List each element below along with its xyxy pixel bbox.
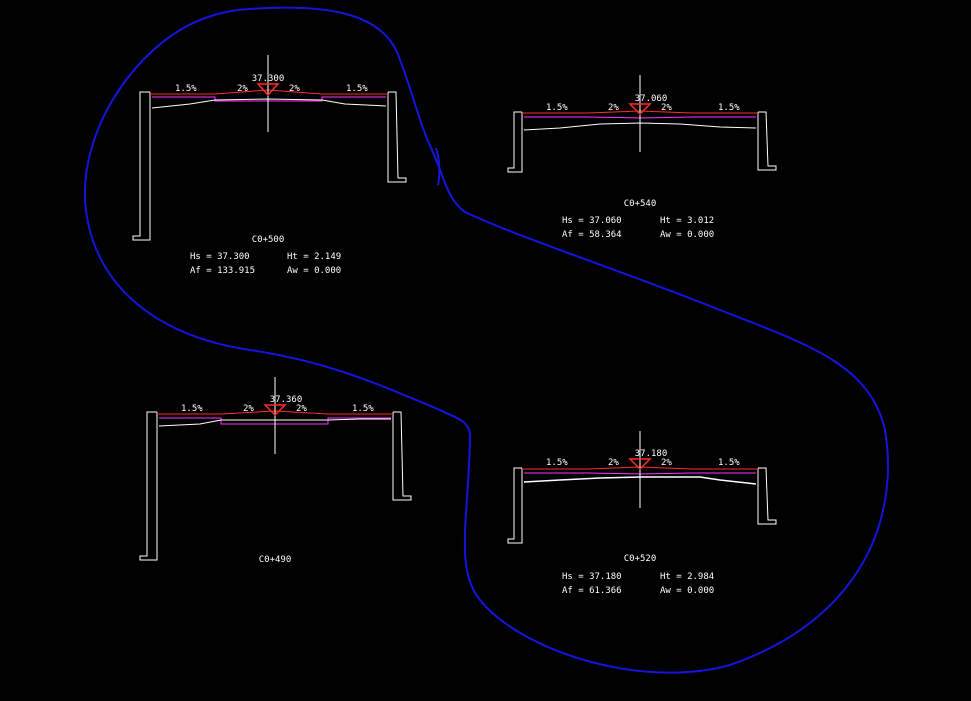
cross-section-c0-500: 37.300 1.5% 2% 2% 1.5% C0+500 Hs = 37.30… (132, 55, 407, 276)
stat-ht: Ht = 2.984 (660, 572, 714, 582)
stat-aw: Aw = 0.000 (660, 230, 714, 240)
cross-section-c0-490: 37.360 1.5% 2% 2% 1.5% C0+490 (139, 377, 412, 565)
slope-label-right-outer: 1.5% (718, 103, 740, 113)
stat-af: Af = 133.915 (190, 266, 255, 276)
left-wall (507, 111, 523, 173)
slope-label-left-inner: 2% (608, 458, 619, 468)
cross-section-c0-520: 37.180 1.5% 2% 2% 1.5% C0+520 Hs = 37.18… (507, 431, 777, 596)
right-wall (757, 467, 777, 525)
slope-label-right-inner: 2% (661, 103, 672, 113)
stat-aw: Aw = 0.000 (660, 586, 714, 596)
stat-hs: Hs = 37.060 (562, 216, 622, 226)
stat-ht: Ht = 2.149 (287, 252, 341, 262)
stat-hs: Hs = 37.300 (190, 252, 250, 262)
chainage-label: C0+500 (252, 235, 285, 245)
annotation-loop (83, 6, 889, 674)
annotation-tick (435, 147, 441, 186)
slope-label-right-outer: 1.5% (718, 458, 740, 468)
elevation-marker-icon (256, 83, 280, 97)
elevation-label: 37.180 (635, 449, 668, 459)
stat-aw: Aw = 0.000 (287, 266, 341, 276)
elevation-label: 37.060 (635, 94, 668, 104)
elevation-marker-icon (628, 103, 652, 116)
chainage-label: C0+540 (624, 199, 657, 209)
slope-label-right-outer: 1.5% (346, 84, 368, 94)
slope-label-left-inner: 2% (237, 84, 248, 94)
slope-label-right-inner: 2% (289, 84, 300, 94)
slope-label-right-inner: 2% (296, 404, 307, 414)
subgrade-line (523, 476, 757, 485)
right-wall (387, 91, 407, 183)
cross-section-c0-540: 37.060 1.5% 2% 2% 1.5% C0+540 Hs = 37.06… (507, 75, 777, 240)
slope-label-left-outer: 1.5% (546, 458, 568, 468)
left-wall (507, 467, 523, 544)
stat-af: Af = 61.366 (562, 586, 622, 596)
slope-label-left-outer: 1.5% (546, 103, 568, 113)
slope-label-left-inner: 2% (243, 404, 254, 414)
subgrade-line (151, 98, 387, 109)
right-wall (392, 411, 412, 501)
chainage-label: C0+490 (259, 555, 292, 565)
slope-label-right-inner: 2% (661, 458, 672, 468)
elevation-marker-icon (628, 458, 652, 471)
left-wall (132, 91, 151, 241)
slope-label-left-outer: 1.5% (181, 404, 203, 414)
left-wall (139, 411, 158, 561)
elevation-label: 37.300 (252, 74, 285, 84)
chainage-label: C0+520 (624, 554, 657, 564)
slope-label-left-outer: 1.5% (175, 84, 197, 94)
stat-hs: Hs = 37.180 (562, 572, 622, 582)
slope-label-left-inner: 2% (608, 103, 619, 113)
stat-af: Af = 58.364 (562, 230, 622, 240)
elevation-marker-icon (263, 404, 287, 417)
slope-label-right-outer: 1.5% (352, 404, 374, 414)
elevation-label: 37.360 (270, 395, 303, 405)
right-wall (757, 111, 777, 171)
stat-ht: Ht = 3.012 (660, 216, 714, 226)
